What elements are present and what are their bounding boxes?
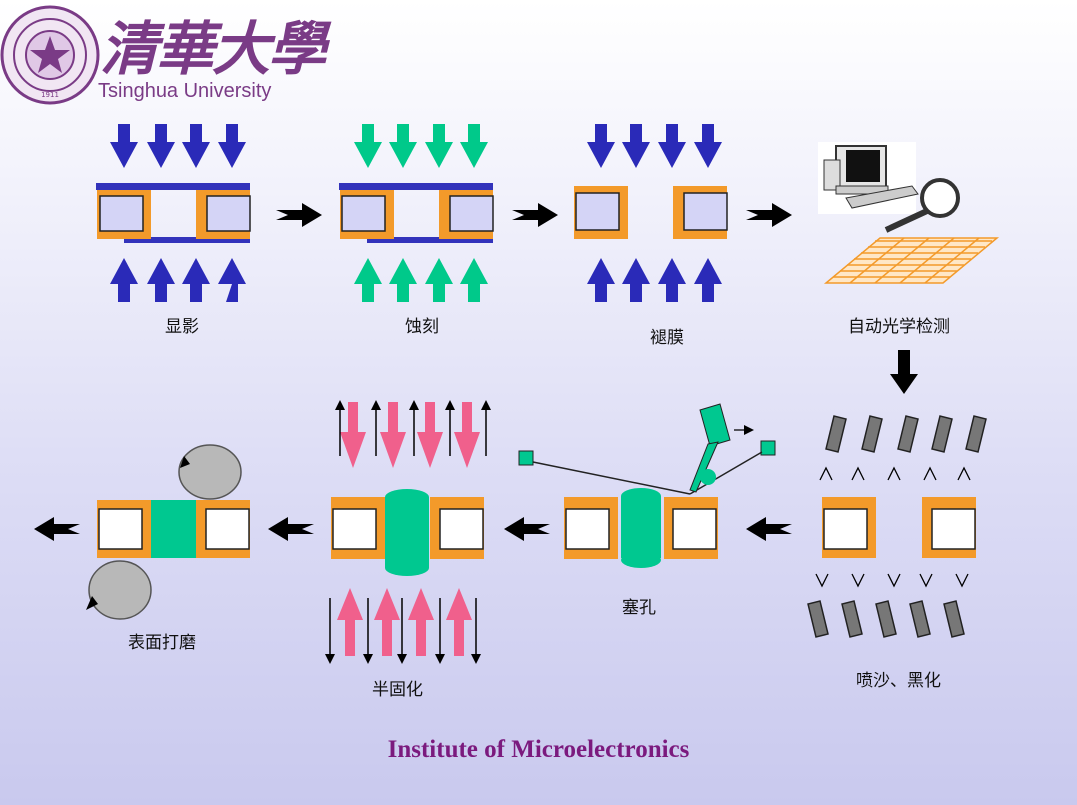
panel-etch xyxy=(339,124,494,302)
flow-arrow xyxy=(512,203,558,227)
panel-semicure xyxy=(325,400,491,664)
panel-strip xyxy=(574,124,728,302)
blue-arrows-top xyxy=(587,124,722,168)
computer-icon xyxy=(818,142,960,233)
flow-arrow xyxy=(746,517,792,541)
panel-plug xyxy=(518,403,776,568)
university-name-en: Tsinghua University xyxy=(98,80,272,102)
panel-develop xyxy=(96,124,251,302)
flow-arrow xyxy=(504,517,550,541)
flow-arrow xyxy=(268,517,314,541)
label-etch: 蚀刻 xyxy=(405,317,439,337)
label-blacken: 喷沙、黑化 xyxy=(856,671,941,691)
pink-arrows-up xyxy=(337,588,472,656)
spray-nozzles-top xyxy=(825,415,987,453)
flow-arrow xyxy=(746,203,792,227)
panel-blacken xyxy=(807,415,987,638)
panel-polish xyxy=(86,444,250,620)
svg-text:1911: 1911 xyxy=(41,91,59,99)
circuit-grid-icon xyxy=(823,237,1000,284)
blue-arrows-bottom xyxy=(110,258,246,302)
flow-arrow xyxy=(276,203,322,227)
blue-arrows-top xyxy=(110,124,246,168)
label-develop: 显影 xyxy=(165,317,199,337)
flow-arrow-down xyxy=(890,350,918,394)
blue-arrows-bottom xyxy=(587,258,722,302)
label-semicure: 半固化 xyxy=(372,680,423,700)
university-seal: 1911 xyxy=(0,5,100,105)
footer-title: Institute of Microelectronics xyxy=(387,736,690,763)
green-arrows-bottom xyxy=(354,258,488,302)
flow-arrow xyxy=(34,517,80,541)
spray-nozzles-bottom xyxy=(807,600,965,638)
university-name-cn: 清華大學 xyxy=(100,15,326,83)
label-plug: 塞孔 xyxy=(622,598,656,618)
label-polish: 表面打磨 xyxy=(128,633,196,653)
pink-arrows-down xyxy=(340,402,480,468)
green-arrows-top xyxy=(354,124,488,168)
label-aoi: 自动光学检测 xyxy=(848,317,950,337)
label-strip: 褪膜 xyxy=(650,328,684,348)
